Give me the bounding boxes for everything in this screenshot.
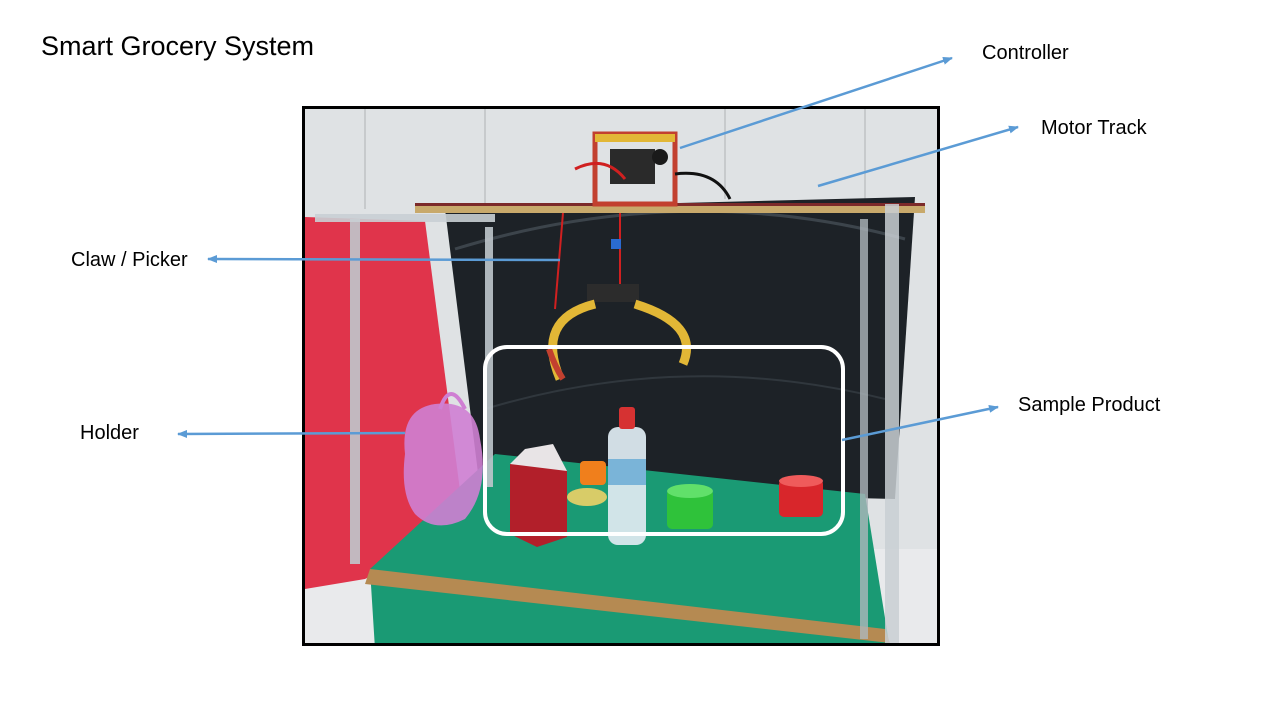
label-holder: Holder — [80, 422, 139, 444]
label-controller: Controller — [982, 42, 1069, 64]
slide-title: Smart Grocery System — [41, 31, 315, 61]
label-sample-product: Sample Product — [1018, 394, 1161, 416]
motor-track — [415, 205, 925, 213]
holder-bag — [403, 392, 483, 526]
label-claw-picker: Claw / Picker — [71, 249, 188, 271]
controller-assembly — [574, 131, 732, 207]
device-illustration — [305, 109, 937, 643]
label-motor-track: Motor Track — [1041, 117, 1147, 139]
dark-back-panel — [445, 197, 915, 499]
device-photo — [302, 106, 940, 646]
